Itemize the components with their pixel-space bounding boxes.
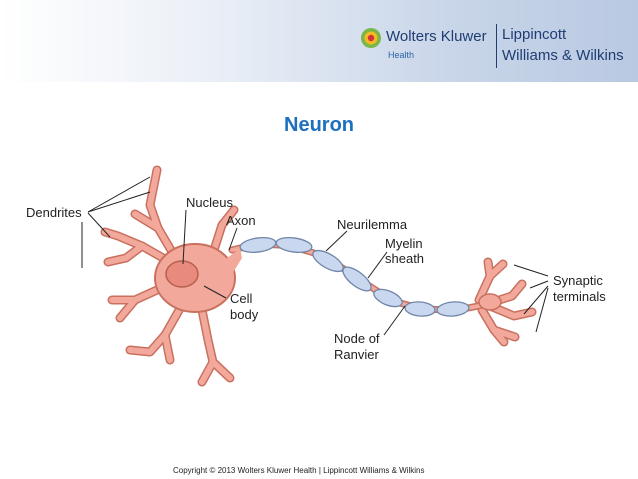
nucleus [165,260,199,288]
label-neurilemma: Neurilemma [337,217,408,232]
brand-subtitle: Health [388,50,415,60]
dendrite-branches [100,165,537,387]
header-band: Wolters Kluwer Health Lippincott William… [0,0,638,82]
label-synaptic-line-1: Synaptic [553,273,603,288]
myelin-segment-7 [436,301,470,317]
label-synaptic-line-2: terminals [553,289,606,304]
wolters-kluwer-logo-icon [361,28,381,48]
myelin-segment-5 [373,288,403,308]
slide-title: Neuron [284,114,354,136]
myelin-segments [239,236,470,317]
label-cell-line-2: body [230,307,259,322]
label-node-line-1: Node of [334,331,380,346]
myelin-segment-3 [312,249,344,273]
myelin-segment-6 [404,301,436,317]
label-myelin-line-2: sheath [385,251,424,266]
label-node-line-2: Ranvier [334,347,379,362]
publisher-line-1: Lippincott [502,26,567,43]
myelin-segment-4 [342,266,372,292]
label-axon: Axon [226,213,256,228]
label-cell-line-1: Cell [230,291,253,306]
brand-block: Wolters Kluwer Health Lippincott William… [360,20,638,70]
brand-divider [496,24,497,68]
copyright-footer: Copyright © 2013 Wolters Kluwer Health |… [173,466,425,475]
axon-terminal-bulb [478,293,502,311]
myelin-segment-2 [275,236,313,254]
axon-hillock [222,248,242,284]
label-myelin-line-1: Myelin [385,236,423,251]
myelin-segment-1 [239,236,277,254]
publisher-line-2: Williams & Wilkins [502,47,624,64]
brand-name: Wolters Kluwer [386,28,487,45]
label-nucleus: Nucleus [186,195,233,210]
label-dendrites: Dendrites [26,205,82,220]
pointer-lines [81,176,549,336]
